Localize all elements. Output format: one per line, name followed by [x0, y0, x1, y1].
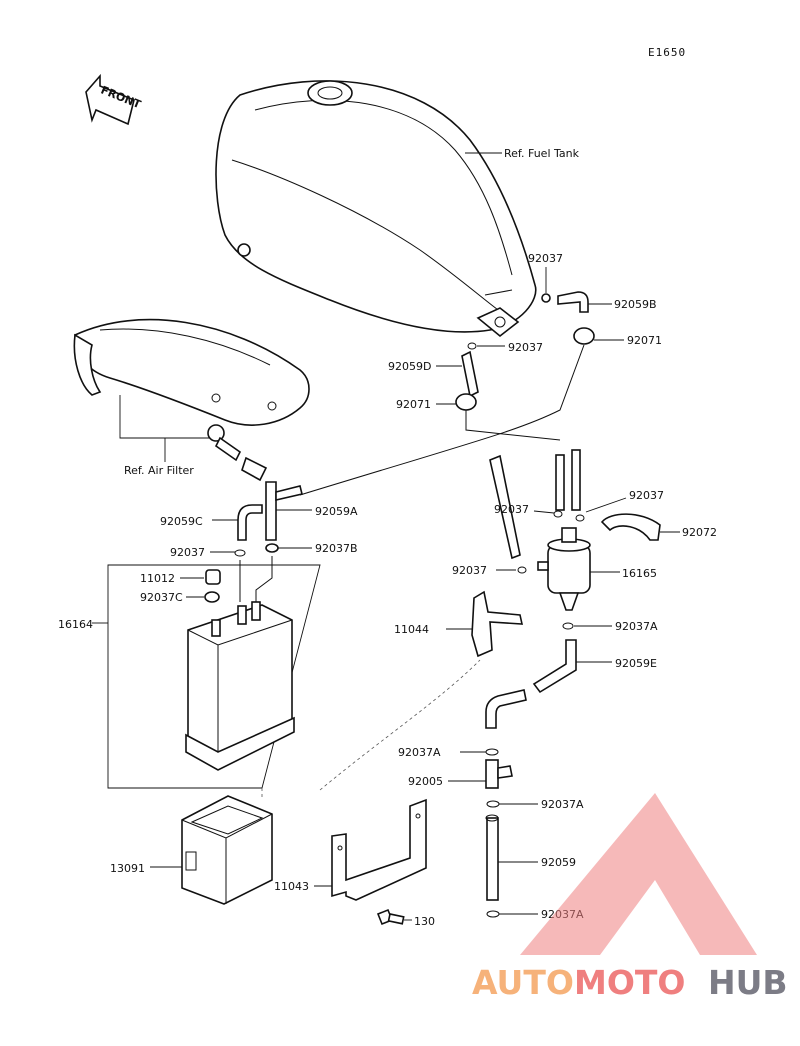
ref-air-filter-label: Ref. Air Filter	[124, 464, 194, 477]
label-16164: 16164	[58, 618, 93, 631]
fuel-tank	[215, 80, 537, 338]
fuel-filter-16165	[537, 527, 591, 611]
label-13091: 13091	[110, 862, 145, 875]
label-92071-right: 92071	[627, 334, 662, 347]
label-92037-tank: 92037	[508, 341, 543, 354]
diagram-code: E1650	[648, 46, 686, 59]
label-92059D: 92059D	[388, 360, 431, 373]
label-92059A: 92059A	[315, 505, 358, 518]
label-11043: 11043	[274, 880, 309, 893]
logo-moto: MOTO	[574, 963, 685, 1002]
label-92037-filter: 92037	[452, 564, 487, 577]
label-92037-mid1: 92037	[494, 503, 529, 516]
bracket-11043	[331, 798, 427, 901]
label-92071-left: 92071	[396, 398, 431, 411]
label-92037A-3: 92037A	[541, 798, 584, 811]
label-92037-mid2: 92037	[629, 489, 664, 502]
cap-11012	[205, 569, 221, 585]
logo-auto: AUTO	[472, 963, 574, 1002]
hose-92059E	[532, 639, 577, 694]
bracket-11044	[471, 590, 524, 658]
hose-92059C	[237, 504, 263, 541]
canister-16164	[185, 601, 295, 771]
label-92059B: 92059B	[614, 298, 657, 311]
label-92037-top: 92037	[528, 252, 563, 265]
bracket-92072	[600, 513, 661, 541]
label-92072: 92072	[682, 526, 717, 539]
label-92059: 92059	[541, 856, 576, 869]
label-92037B: 92037B	[315, 542, 358, 555]
grommet-92071-left	[455, 393, 477, 411]
front-arrow-icon: FRONT	[85, 73, 143, 126]
grommet-92071-right	[573, 327, 595, 345]
label-92037C: 92037C	[140, 591, 183, 604]
hose-92059B	[541, 291, 589, 313]
automotohub-logo: AUTO MOTO HUB	[472, 793, 788, 1002]
bolt-130	[376, 908, 405, 926]
seal-92037C	[204, 591, 220, 603]
label-130: 130	[414, 915, 435, 928]
label-92037-left: 92037	[170, 546, 205, 559]
label-92037A-1: 92037A	[615, 620, 658, 633]
hose-92059	[486, 817, 499, 901]
label-92037A-2: 92037A	[398, 746, 441, 759]
ref-fuel-tank-label: Ref. Fuel Tank	[504, 147, 580, 160]
hose-92059D	[461, 350, 479, 398]
label-92005: 92005	[408, 775, 443, 788]
label-92059C: 92059C	[160, 515, 203, 528]
joint-92005	[485, 759, 513, 789]
label-92059E: 92059E	[615, 657, 657, 670]
label-11012: 11012	[140, 572, 175, 585]
label-11044: 11044	[394, 623, 429, 636]
cover-13091	[181, 795, 273, 905]
logo-hub: HUB	[708, 963, 788, 1002]
label-16165: 16165	[622, 567, 657, 580]
hose-bent	[489, 454, 521, 560]
air-filter	[73, 318, 310, 482]
hose-92059A	[265, 481, 277, 541]
